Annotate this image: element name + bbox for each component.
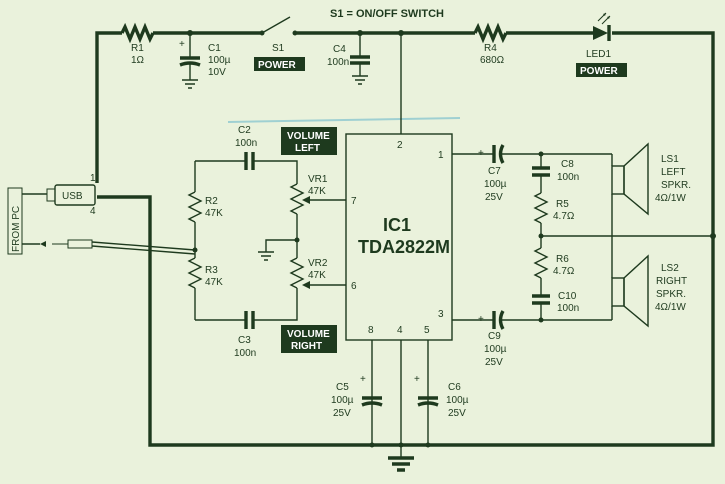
c9-ref: C9 xyxy=(488,331,501,342)
c6-value: 100µ xyxy=(446,395,469,406)
vr1-value: 47K xyxy=(308,186,326,197)
switch-note: S1 = ON/OFF SWITCH xyxy=(330,8,444,20)
c8-ref: C8 xyxy=(561,159,574,170)
ic1-pin-7: 7 xyxy=(351,196,357,207)
ic1-pin-2: 2 xyxy=(397,140,403,151)
vol-right-box xyxy=(281,325,337,353)
r5-value: 4.7Ω xyxy=(553,211,575,222)
usb-label: USB xyxy=(62,191,83,202)
vol-right-line2: RIGHT xyxy=(291,341,322,352)
s1-tag-box xyxy=(254,57,305,71)
c2-value: 100n xyxy=(235,138,257,149)
r2-value: 47K xyxy=(205,208,223,219)
c1-ref: C1 xyxy=(208,43,221,54)
ic1-pin-1: 1 xyxy=(438,150,444,161)
r6-value: 4.7Ω xyxy=(553,266,575,277)
output-stage xyxy=(452,142,713,330)
ls2-ref: LS2 xyxy=(661,263,679,274)
r3-ref: R3 xyxy=(205,265,218,276)
ic1-pin-4: 4 xyxy=(397,325,403,336)
ls2-line1: RIGHT xyxy=(656,276,687,287)
audio-jack xyxy=(22,239,196,255)
r6-ref: R6 xyxy=(556,254,569,265)
vr1-ref: VR1 xyxy=(308,174,328,185)
c6-voltage: 25V xyxy=(448,408,466,419)
c1-value: 100µ xyxy=(208,55,231,66)
c7-value: 100µ xyxy=(484,179,507,190)
c7-plus: + xyxy=(478,148,484,159)
volume-network xyxy=(187,152,346,329)
r5-ref: R5 xyxy=(556,199,569,210)
ls1-line2: SPKR. xyxy=(661,180,691,191)
c3-value: 100n xyxy=(234,348,256,359)
c9-value: 100µ xyxy=(484,344,507,355)
usb-pin-4: 4 xyxy=(90,206,96,217)
c6-plus: + xyxy=(414,374,420,385)
c7-ref: C7 xyxy=(488,166,501,177)
c8-value: 100n xyxy=(557,172,579,183)
ls1-line1: LEFT xyxy=(661,167,685,178)
r4-ref: R4 xyxy=(484,43,497,54)
ground-symbol xyxy=(388,445,414,472)
ls2-line2: SPKR. xyxy=(656,289,686,300)
led1-diode xyxy=(593,12,611,41)
c4-capacitor xyxy=(350,33,370,85)
c9-voltage: 25V xyxy=(485,357,503,368)
ls1-line3: 4Ω/1W xyxy=(655,193,686,204)
c4-ref: C4 xyxy=(333,44,346,55)
usb-pin-1: 1 xyxy=(90,173,96,184)
ls2-line3: 4Ω/1W xyxy=(655,302,686,313)
vol-left-line2: LEFT xyxy=(295,143,320,154)
s1-tag: POWER xyxy=(258,60,297,71)
r2-ref: R2 xyxy=(205,196,218,207)
led1-tag: POWER xyxy=(580,66,619,77)
ic1-pin-8: 8 xyxy=(368,325,374,336)
vol-right-line1: VOLUME xyxy=(287,329,330,340)
vr2-ref: VR2 xyxy=(308,258,328,269)
c5-plus: + xyxy=(360,374,366,385)
c5-voltage: 25V xyxy=(333,408,351,419)
led1-ref: LED1 xyxy=(586,49,611,60)
c4-value: 100n xyxy=(327,57,349,68)
vol-left-line1: VOLUME xyxy=(287,131,330,142)
bottom-caps xyxy=(361,396,439,448)
c3-ref: C3 xyxy=(238,335,251,346)
ic1-pin-6: 6 xyxy=(351,281,357,292)
r1-value: 1Ω xyxy=(131,55,145,66)
c6-ref: C6 xyxy=(448,382,461,393)
c1-voltage: 10V xyxy=(208,67,226,78)
ic1-ref: IC1 xyxy=(383,215,411,235)
c1-plus: + xyxy=(179,39,185,50)
c2-ref: C2 xyxy=(238,125,251,136)
ls1-ref: LS1 xyxy=(661,154,679,165)
c10-value: 100n xyxy=(557,303,579,314)
c5-value: 100µ xyxy=(331,395,354,406)
usb-plug xyxy=(22,184,96,206)
led1-tag-box xyxy=(576,63,627,77)
s1-ref: S1 xyxy=(272,43,285,54)
ic1-part: TDA2822M xyxy=(358,237,450,257)
c7-voltage: 25V xyxy=(485,192,503,203)
from-pc-box xyxy=(7,187,23,255)
vol-left-box xyxy=(281,127,337,155)
s1-switch xyxy=(259,16,298,36)
r1-ref: R1 xyxy=(131,43,144,54)
supply-rail xyxy=(95,22,716,447)
highlight-line xyxy=(227,117,461,123)
c9-plus: + xyxy=(478,314,484,325)
vr2-value: 47K xyxy=(308,270,326,281)
r3-value: 47K xyxy=(205,277,223,288)
ic1-pin-3: 3 xyxy=(438,309,444,320)
c1-capacitor xyxy=(179,33,201,89)
c5-ref: C5 xyxy=(336,382,349,393)
r4-value: 680Ω xyxy=(480,55,505,66)
ic1-pin-5: 5 xyxy=(424,325,430,336)
c10-ref: C10 xyxy=(558,291,577,302)
from-pc-label: FROM PC xyxy=(11,206,22,252)
ic1-chip xyxy=(345,33,453,445)
